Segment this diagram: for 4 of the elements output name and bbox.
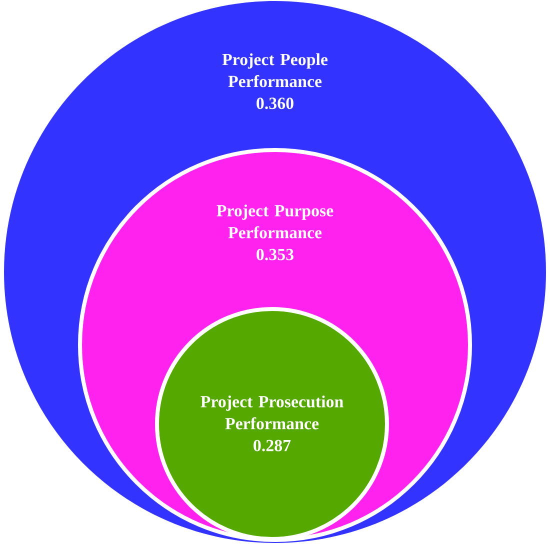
circle xyxy=(155,306,389,541)
circle-label: Project Prosecution Performance 0.287 xyxy=(200,396,344,452)
circle-label: Project Purpose Performance 0.353 xyxy=(216,204,334,260)
circle-label: Project People Performance 0.360 xyxy=(222,53,328,110)
